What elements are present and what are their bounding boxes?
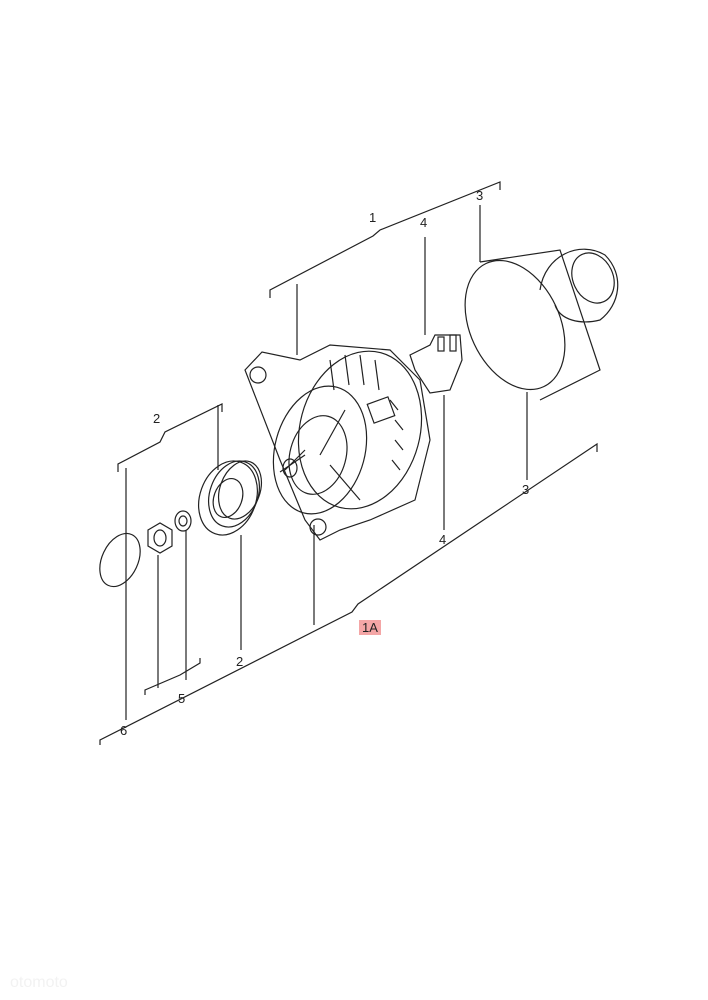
callout-2-low: 2: [236, 654, 244, 669]
callout-1a-highlighted: 1A: [359, 620, 381, 635]
callout-5: 5: [178, 691, 186, 706]
nut-part-5: [147, 510, 192, 554]
watermark: otomoto: [10, 974, 68, 991]
callout-2-left: 2: [153, 411, 161, 426]
regulator-part-4: [409, 334, 463, 394]
cover-part-3: [464, 248, 619, 401]
callout-3-right: 3: [522, 482, 530, 497]
callout-6: 6: [120, 723, 128, 738]
callout-4-low: 4: [439, 532, 447, 547]
callout-1: 1: [369, 210, 377, 225]
cap-part-6: [99, 532, 141, 588]
alternator-part-1: [244, 344, 431, 541]
pulley-part-2: [198, 460, 263, 536]
callout-3-top: 3: [476, 188, 484, 203]
bracket-lines: [99, 181, 598, 745]
callout-4-top: 4: [420, 215, 428, 230]
